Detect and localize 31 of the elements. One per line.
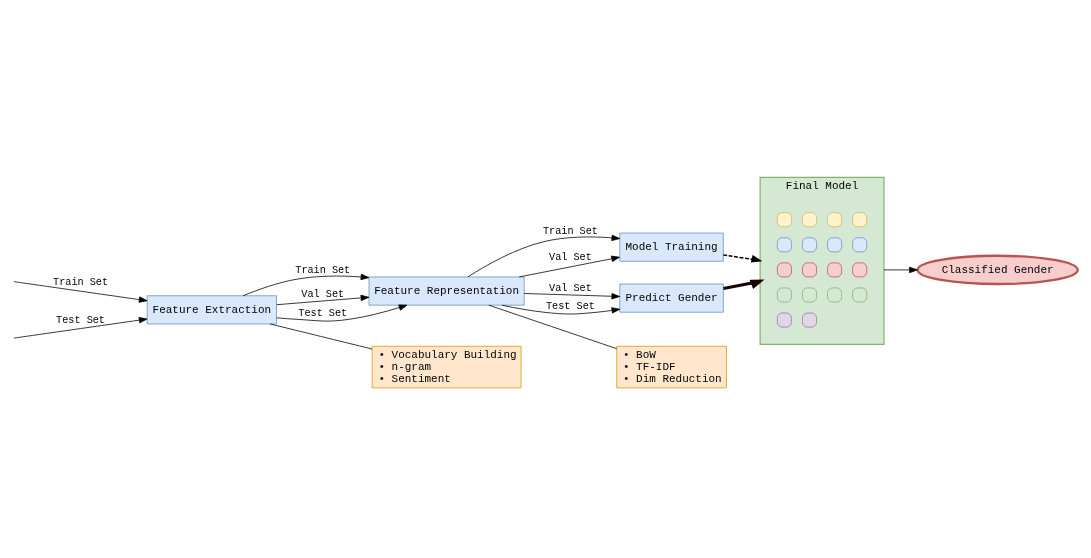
edge-label: Val Set [301,288,345,300]
arrow [13,316,148,338]
edge-label: Test Set [298,307,348,319]
edge-label: Train Set [295,264,351,276]
node-box: Model Training [619,232,724,262]
edge-label: Train Set [53,276,109,288]
arrow [242,273,370,296]
edge-label: Train Set [542,225,598,237]
edge-label: Test Set [546,300,595,312]
edge-label: Test Set [56,314,105,326]
node-box: • Vocabulary Building • n-gram • Sentiment [371,345,522,388]
arrow [518,255,620,277]
connector [269,323,373,349]
node-box: Feature Extraction [146,294,277,324]
arrow [723,278,765,290]
arrow [276,304,408,321]
node-box: • BoW • TF-IDF • Dim Reduction [616,345,727,388]
cluster: Final Model [759,176,885,345]
edge-label: Val Set [549,282,592,294]
arrow [13,280,148,303]
arrow [501,304,621,314]
arrow [467,234,621,277]
node-ellipse: Classified Gender [916,254,1079,285]
node-box: Feature Representation [368,276,525,306]
arrow [523,292,621,299]
arrow [722,253,763,263]
arrow [883,266,918,273]
connector [488,304,617,349]
edge-label: Val Set [549,251,592,263]
node-box: Predict Gender [619,283,724,313]
arrow [276,294,370,305]
